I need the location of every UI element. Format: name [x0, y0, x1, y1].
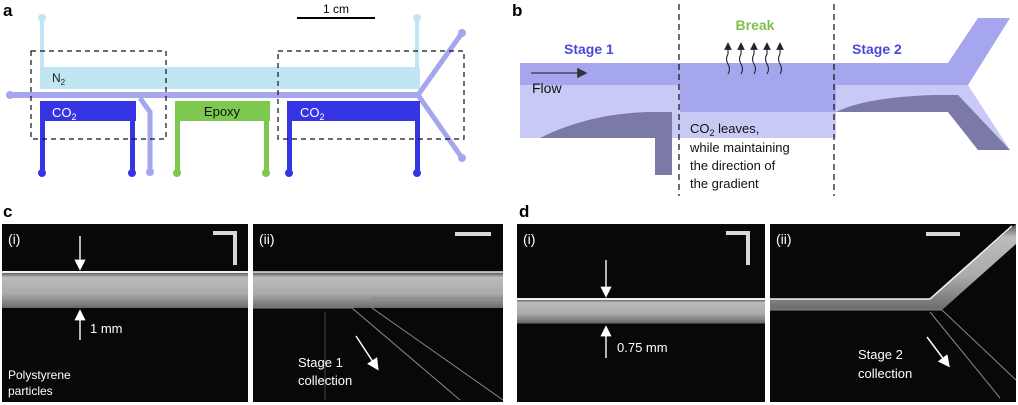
epoxy-label: Epoxy: [204, 104, 241, 119]
break-label: Break: [736, 17, 775, 33]
note-line2: while maintaining: [689, 140, 790, 155]
c-collection-line1: Stage 1: [298, 355, 343, 370]
co2-left-label: CO2: [52, 105, 77, 122]
stage1-lower-outlet: [540, 112, 672, 175]
panel-b: b Stage 1 Break Stage 2 Flow CO2 leaves,: [512, 1, 1010, 196]
n2-channel: [38, 14, 421, 89]
micrograph-c-i: [2, 224, 248, 402]
c-dim-label: 1 mm: [90, 321, 123, 336]
break-stream: [680, 63, 836, 112]
co2-left-channel: [38, 101, 136, 177]
stage1-label: Stage 1: [564, 41, 614, 57]
d-collection-line2: collection: [858, 366, 912, 381]
stage2-label: Stage 2: [852, 41, 902, 57]
note-line3: the direction of: [690, 158, 776, 173]
epoxy-channel: [173, 101, 270, 177]
n2-label: N2: [52, 71, 66, 87]
panel-d-label: d: [519, 202, 529, 221]
inset-box-right: [277, 50, 465, 140]
panel-c-label: c: [3, 202, 12, 221]
d-dim-label: 0.75 mm: [617, 340, 668, 355]
particles-label-line1: Polystyrene: [8, 368, 71, 382]
d-collection-line1: Stage 2: [858, 347, 903, 362]
co2-escape-arrows: [724, 42, 784, 75]
co2-right-label: CO2: [300, 105, 325, 122]
micrograph-d-i: [517, 224, 765, 402]
flow-label: Flow: [532, 80, 562, 96]
main-channel: [6, 29, 466, 176]
note-line4: the gradient: [690, 176, 759, 191]
stage2-stream-top: [836, 18, 1010, 85]
panel-d: d (i) 0.75 mm (ii) Stage 2 collectio: [517, 202, 1017, 402]
panel-c: c (i) 1 mm Polystyrene particles: [2, 202, 504, 402]
micrograph-c-ii: [253, 224, 504, 402]
inset-box-left: [30, 50, 167, 140]
d-ii-label: (ii): [776, 231, 792, 247]
c-collection-line2: collection: [298, 373, 352, 388]
d-i-label: (i): [523, 231, 535, 247]
panel-a-label: a: [3, 1, 13, 20]
scale-bar-label: 1 cm: [323, 2, 349, 16]
stage2-lower-outlet: [836, 95, 1010, 150]
micrograph-d-ii: [770, 224, 1017, 402]
c-i-label: (i): [8, 231, 20, 247]
particles-label-line2: particles: [8, 384, 53, 398]
panel-a: a N2 CO2: [3, 1, 466, 177]
c-ii-label: (ii): [259, 231, 275, 247]
stage1-stream-top: [520, 63, 680, 85]
co2-right-channel: [285, 101, 421, 177]
note-line1: CO2 leaves,: [690, 121, 759, 138]
panel-b-label: b: [512, 1, 522, 20]
